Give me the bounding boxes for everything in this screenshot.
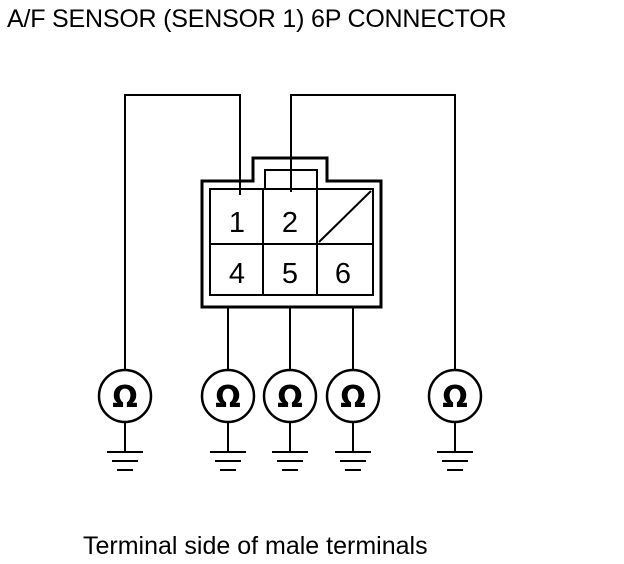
wire-pin-1 [124, 94, 241, 370]
connector-housing [200, 156, 383, 309]
diagram-title: A/F SENSOR (SENSOR 1) 6P CONNECTOR [7, 5, 507, 33]
ohmmeter-4: Ω [325, 368, 381, 424]
ground-icon [272, 422, 308, 471]
ohm-icon: Ω [340, 380, 366, 415]
ohmmeter-3: Ω [262, 368, 318, 424]
pin-label-1: 1 [229, 207, 245, 239]
pin-label-2: 2 [282, 207, 298, 239]
diagram-caption: Terminal side of male terminals [83, 532, 428, 560]
pin-label-4: 4 [229, 258, 245, 290]
pin-label-6: 6 [335, 258, 351, 290]
ground-symbols [107, 422, 473, 471]
wire-pin-2 [290, 94, 456, 370]
ground-icon [107, 422, 143, 471]
connector-outline [200, 156, 383, 309]
ohmmeter-5: Ω [427, 368, 483, 424]
pin-label-5: 5 [282, 258, 298, 290]
ohmmeter-2: Ω [200, 368, 256, 424]
ground-icon [437, 422, 473, 471]
ohm-icon: Ω [215, 380, 241, 415]
ground-icon [210, 422, 246, 471]
ground-icon [335, 422, 371, 471]
ohm-icon: Ω [277, 380, 303, 415]
ohmmeter-1: Ω [97, 368, 153, 424]
empty-slot-3-diagonal [318, 190, 372, 243]
ohm-icon: Ω [112, 380, 138, 415]
wires [124, 94, 456, 370]
ohm-icon: Ω [442, 380, 468, 415]
